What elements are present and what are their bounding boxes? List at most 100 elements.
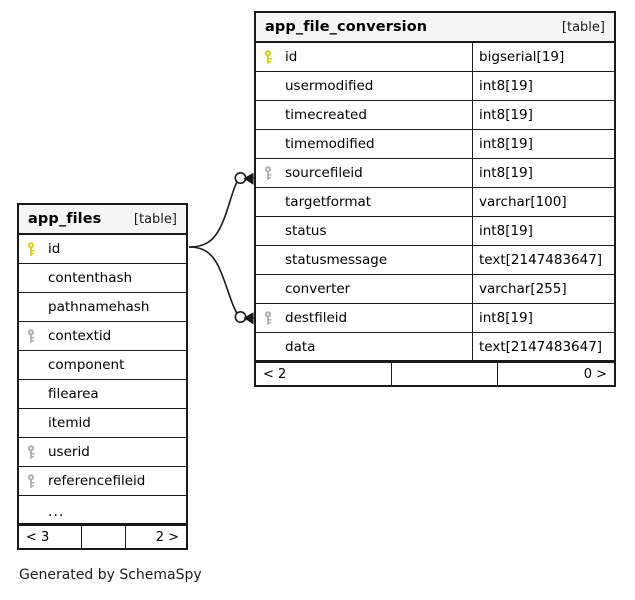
table-row[interactable]: pathnamehash bbox=[19, 293, 186, 322]
column-type: int8[19] bbox=[479, 107, 533, 123]
column-type: int8[19] bbox=[479, 136, 533, 152]
table-row[interactable]: timecreated int8[19] bbox=[256, 101, 614, 130]
table-row[interactable]: userid bbox=[19, 438, 186, 467]
column-type: text[2147483647] bbox=[479, 338, 603, 355]
table-header: app_file_conversion [table] bbox=[256, 13, 614, 43]
column-name-cell: id bbox=[256, 43, 472, 71]
column-type: int8[19] bbox=[479, 78, 533, 94]
column-type: int8[19] bbox=[479, 310, 533, 326]
footer-left-relations[interactable]: < 3 bbox=[26, 529, 50, 545]
table-row[interactable]: ... bbox=[19, 496, 186, 525]
column-name-cell: converter bbox=[256, 275, 472, 303]
footer-left-relations[interactable]: < 2 bbox=[263, 366, 287, 382]
column-type-cell: varchar[100] bbox=[472, 188, 614, 216]
table-row[interactable]: timemodified int8[19] bbox=[256, 130, 614, 159]
relationship-sourcefileid bbox=[188, 172, 259, 248]
column-name: itemid bbox=[48, 415, 91, 431]
table-footer: < 2 0 > bbox=[256, 362, 614, 385]
foreign-key-icon bbox=[27, 328, 47, 344]
column-name-cell: data bbox=[256, 333, 472, 360]
column-type-cell: int8[19] bbox=[472, 217, 614, 245]
cardinality-circle bbox=[234, 310, 247, 323]
crowsfoot-arrow bbox=[243, 312, 254, 325]
column-name: id bbox=[48, 241, 61, 257]
foreign-key-icon bbox=[27, 473, 47, 489]
column-name-cell: itemid bbox=[19, 409, 186, 437]
column-name-cell: ... bbox=[19, 496, 186, 523]
table-type-tag: [table] bbox=[561, 19, 605, 35]
column-name: pathnamehash bbox=[48, 299, 150, 315]
column-name: targetformat bbox=[285, 194, 372, 210]
footer-middle bbox=[391, 363, 498, 385]
table-row[interactable]: converter varchar[255] bbox=[256, 275, 614, 304]
table-type-tag: [table] bbox=[133, 211, 177, 227]
column-name-cell: userid bbox=[19, 438, 186, 466]
table-title: app_file_conversion bbox=[265, 19, 428, 35]
table-row[interactable]: sourcefileid int8[19] bbox=[256, 159, 614, 188]
column-name-cell: destfileid bbox=[256, 304, 472, 332]
table-row[interactable]: filearea bbox=[19, 380, 186, 409]
cardinality-circle bbox=[234, 172, 247, 185]
primary-key-icon bbox=[27, 241, 47, 257]
column-name-cell: targetformat bbox=[256, 188, 472, 216]
column-type-cell: int8[19] bbox=[472, 101, 614, 129]
foreign-key-icon bbox=[264, 310, 284, 326]
column-name: userid bbox=[48, 444, 90, 460]
column-name: filearea bbox=[48, 386, 99, 402]
table-row[interactable]: usermodified int8[19] bbox=[256, 72, 614, 101]
column-type-cell: varchar[255] bbox=[472, 275, 614, 303]
table-footer: < 3 2 > bbox=[19, 525, 186, 548]
primary-key-icon bbox=[264, 49, 284, 65]
column-type-cell: int8[19] bbox=[472, 72, 614, 100]
relationship-destfileid bbox=[188, 246, 259, 325]
table-header: app_files [table] bbox=[19, 205, 186, 235]
column-name: timecreated bbox=[285, 107, 367, 123]
column-name: ... bbox=[48, 504, 65, 520]
column-name: component bbox=[48, 357, 125, 373]
column-type: int8[19] bbox=[479, 165, 533, 181]
column-name: timemodified bbox=[285, 136, 375, 152]
column-name-cell: contextid bbox=[19, 322, 186, 350]
table-row[interactable]: id bbox=[19, 235, 186, 264]
column-type: int8[19] bbox=[479, 223, 533, 239]
table-row[interactable]: data text[2147483647] bbox=[256, 333, 614, 362]
table-row[interactable]: targetformat varchar[100] bbox=[256, 188, 614, 217]
table-row[interactable]: contextid bbox=[19, 322, 186, 351]
column-name: id bbox=[285, 49, 298, 65]
column-name: data bbox=[285, 338, 316, 355]
table-title: app_files bbox=[28, 211, 102, 227]
column-type: text[2147483647] bbox=[479, 252, 603, 268]
table-row[interactable]: referencefileid bbox=[19, 467, 186, 496]
table-row[interactable]: statusmessage text[2147483647] bbox=[256, 246, 614, 275]
table-row[interactable]: id bigserial[19] bbox=[256, 43, 614, 72]
column-type-cell: int8[19] bbox=[472, 304, 614, 332]
column-type-cell: int8[19] bbox=[472, 159, 614, 187]
table-row[interactable]: itemid bbox=[19, 409, 186, 438]
column-name: sourcefileid bbox=[285, 165, 363, 181]
column-name: destfileid bbox=[285, 310, 348, 326]
column-name: usermodified bbox=[285, 78, 374, 94]
foreign-key-icon bbox=[27, 444, 47, 460]
column-name-cell: sourcefileid bbox=[256, 159, 472, 187]
crowsfoot-arrow bbox=[243, 172, 254, 185]
column-name-cell: contenthash bbox=[19, 264, 186, 292]
footer-right-relations[interactable]: 0 > bbox=[583, 366, 607, 382]
table-app-file-conversion[interactable]: app_file_conversion [table] id bigserial[… bbox=[254, 11, 616, 387]
column-name: statusmessage bbox=[285, 252, 388, 268]
column-name-cell: id bbox=[19, 235, 186, 263]
column-name: contextid bbox=[48, 328, 112, 344]
table-row[interactable]: component bbox=[19, 351, 186, 380]
table-columns: id contenthash pathnamehash contextid compon… bbox=[19, 235, 186, 525]
footer-right-relations[interactable]: 2 > bbox=[155, 529, 179, 545]
column-type: bigserial[19] bbox=[479, 49, 565, 65]
column-type: varchar[255] bbox=[479, 281, 567, 297]
table-row[interactable]: destfileid int8[19] bbox=[256, 304, 614, 333]
table-app-files[interactable]: app_files [table] id contenthash pathnameh… bbox=[17, 203, 188, 550]
table-row[interactable]: contenthash bbox=[19, 264, 186, 293]
column-name: referencefileid bbox=[48, 473, 146, 489]
column-type-cell: bigserial[19] bbox=[472, 43, 614, 71]
column-type-cell: text[2147483647] bbox=[472, 333, 614, 360]
column-type: varchar[100] bbox=[479, 194, 567, 210]
